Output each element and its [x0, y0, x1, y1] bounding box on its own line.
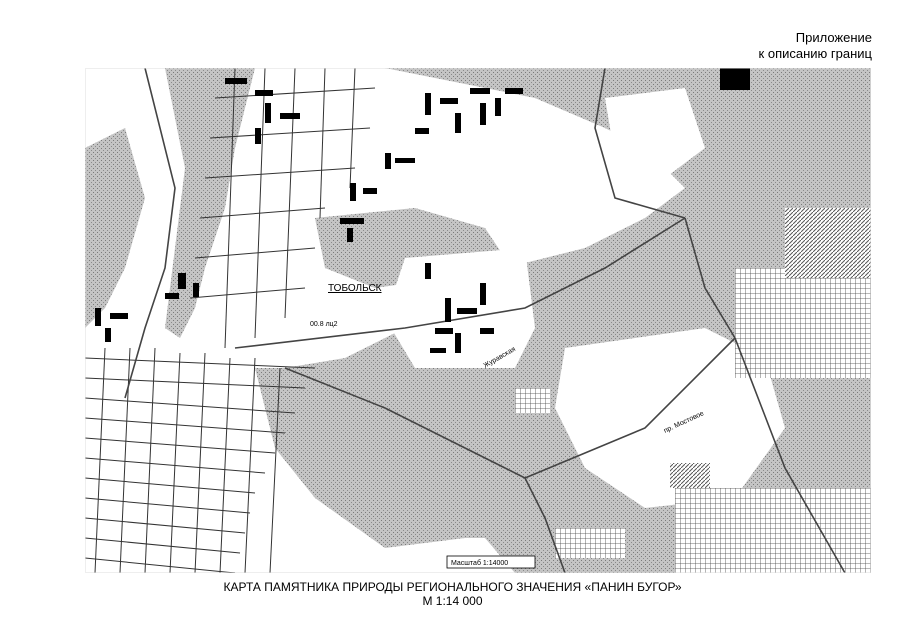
scale-box: Масштаб 1:14000 — [446, 555, 536, 569]
hatched-area — [735, 268, 871, 378]
hatched-area — [555, 528, 625, 558]
road — [524, 337, 736, 479]
building — [193, 283, 199, 297]
building — [265, 103, 271, 123]
building — [470, 88, 490, 94]
hatched-areas — [515, 208, 871, 573]
buildings — [95, 68, 750, 353]
road — [234, 217, 686, 349]
road — [734, 337, 846, 573]
building — [225, 78, 247, 84]
building — [455, 333, 461, 353]
building — [425, 263, 431, 279]
street-grid — [85, 68, 376, 573]
building — [430, 348, 446, 353]
building — [457, 308, 477, 314]
vegetation-area — [85, 128, 145, 328]
annex-line-1: Приложение — [795, 30, 872, 45]
height-label: 00.8 лц2 — [310, 321, 338, 328]
building — [395, 158, 415, 163]
building — [415, 128, 429, 134]
building — [480, 103, 486, 125]
map-frame — [85, 68, 871, 573]
clearing — [555, 328, 785, 508]
building — [95, 308, 101, 326]
building — [340, 218, 364, 224]
building — [350, 183, 356, 201]
map: ТОБОЛЬСК 00.8 лц2 Журавская пр. Мостовое… — [85, 68, 871, 573]
building — [178, 273, 186, 289]
road — [594, 68, 686, 219]
building — [480, 283, 486, 305]
building — [720, 68, 750, 90]
road — [524, 477, 566, 573]
building — [445, 298, 451, 322]
building — [425, 93, 431, 115]
hatched-area — [675, 488, 871, 573]
building — [455, 113, 461, 133]
building — [165, 293, 179, 299]
vegetation-area — [255, 368, 505, 548]
annex-line-2: к описанию границ — [758, 46, 872, 61]
road — [284, 367, 526, 479]
building — [105, 328, 111, 342]
scale-label: Масштаб 1:14000 — [451, 559, 508, 567]
building — [363, 188, 377, 194]
building — [347, 228, 353, 242]
map-title: КАРТА ПАМЯТНИКА ПРИРОДЫ РЕГИОНАЛЬНОГО ЗН… — [223, 580, 682, 594]
road — [124, 68, 176, 399]
building — [110, 313, 128, 319]
building — [440, 98, 458, 104]
hatched-area — [515, 388, 550, 413]
road — [684, 217, 736, 339]
building — [280, 113, 300, 119]
building — [255, 90, 273, 96]
building — [495, 98, 501, 116]
roads — [124, 68, 846, 573]
building — [435, 328, 453, 334]
building — [480, 328, 494, 334]
building — [505, 88, 523, 94]
map-scale: М 1:14 000 — [422, 594, 483, 608]
clearing — [605, 88, 705, 178]
hatched-area — [785, 208, 871, 278]
building — [385, 153, 391, 169]
building — [255, 128, 261, 144]
city-label: ТОБОЛЬСК — [328, 283, 382, 294]
annex-note: Приложение к описанию границ — [759, 30, 872, 62]
hatched-area — [670, 463, 710, 488]
